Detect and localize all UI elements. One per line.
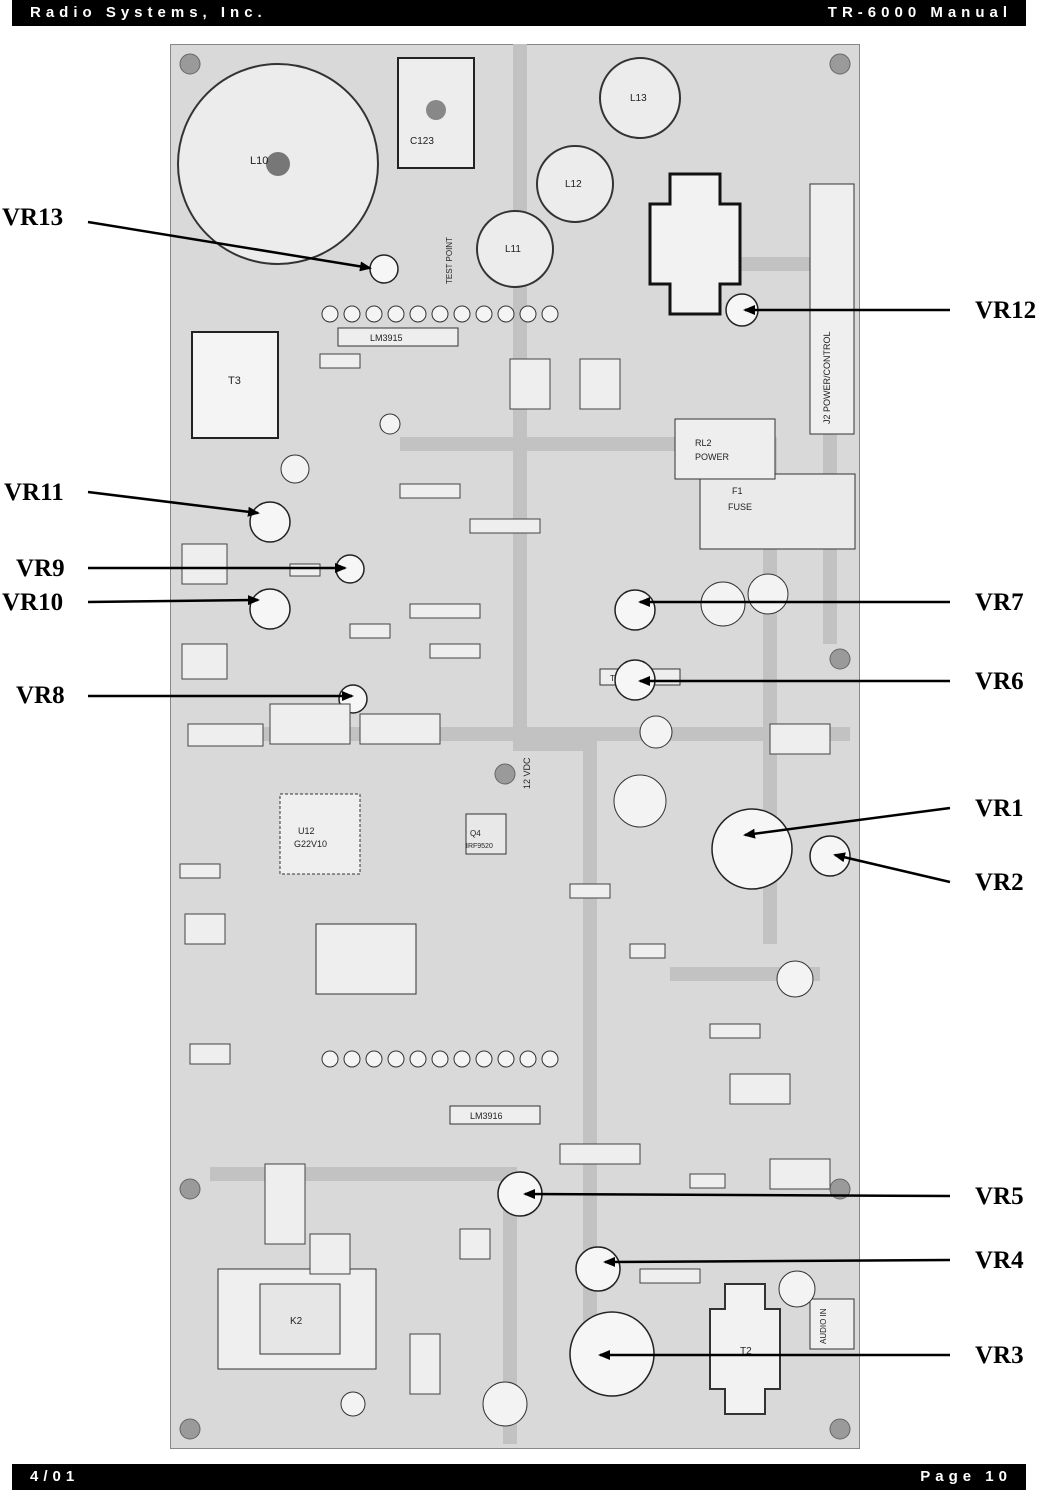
svg-text:Q4: Q4 xyxy=(470,829,481,838)
header-company: Radio Systems, Inc. xyxy=(30,4,267,21)
callout-vr7: VR7 xyxy=(975,589,1024,616)
page-header: Radio Systems, Inc. TR-6000 Manual xyxy=(12,0,1026,26)
svg-text:L12: L12 xyxy=(565,179,582,190)
arrow-vr2 xyxy=(833,852,951,884)
svg-text:LM3916: LM3916 xyxy=(470,1111,503,1121)
svg-text:J2 POWER/CONTROL: J2 POWER/CONTROL xyxy=(822,331,832,424)
callout-vr8: VR8 xyxy=(16,682,65,709)
arrow-vr1 xyxy=(743,806,951,839)
svg-text:F1: F1 xyxy=(732,486,743,496)
svg-text:LM3915: LM3915 xyxy=(370,333,403,343)
callout-vr1: VR1 xyxy=(975,795,1024,822)
arrow-vr4 xyxy=(603,1256,951,1267)
svg-text:12 VDC: 12 VDC xyxy=(522,757,532,789)
svg-text:T3: T3 xyxy=(228,375,241,387)
arrow-vr10 xyxy=(87,595,260,606)
arrow-vr13 xyxy=(87,220,372,272)
svg-text:AUDIO IN: AUDIO IN xyxy=(819,1308,828,1344)
svg-text:U12: U12 xyxy=(298,826,315,836)
arrow-vr11 xyxy=(87,490,260,517)
svg-text:RL2: RL2 xyxy=(695,438,712,448)
callout-vr10: VR10 xyxy=(2,589,64,616)
svg-text:K2: K2 xyxy=(290,1316,303,1327)
callout-vr12: VR12 xyxy=(975,297,1037,324)
arrow-vr5 xyxy=(523,1189,951,1200)
callout-vr2: VR2 xyxy=(975,869,1024,896)
callout-vr5: VR5 xyxy=(975,1183,1024,1210)
page-footer: 4/01 Page 10 xyxy=(12,1464,1026,1490)
svg-text:TEST POINT: TEST POINT xyxy=(445,237,454,284)
callout-vr9: VR9 xyxy=(16,555,65,582)
footer-date: 4/01 xyxy=(30,1468,80,1485)
callout-vr4: VR4 xyxy=(975,1247,1024,1274)
svg-text:G22V10: G22V10 xyxy=(294,839,327,849)
svg-text:FUSE: FUSE xyxy=(728,502,752,512)
callout-vr3: VR3 xyxy=(975,1342,1024,1369)
svg-text:L13: L13 xyxy=(630,93,647,104)
callout-vr13: VR13 xyxy=(2,204,64,231)
svg-text:T2: T2 xyxy=(740,1346,752,1357)
svg-text:L11: L11 xyxy=(505,244,521,255)
callout-vr11: VR11 xyxy=(4,479,64,506)
svg-text:C123: C123 xyxy=(410,136,434,147)
callout-vr6: VR6 xyxy=(975,668,1024,695)
header-manual-title: TR-6000 Manual xyxy=(827,4,1012,21)
svg-text:L10: L10 xyxy=(250,155,268,167)
svg-text:POWER: POWER xyxy=(695,452,730,462)
svg-text:IRF9520: IRF9520 xyxy=(466,843,493,850)
footer-page-number: Page 10 xyxy=(920,1468,1012,1485)
